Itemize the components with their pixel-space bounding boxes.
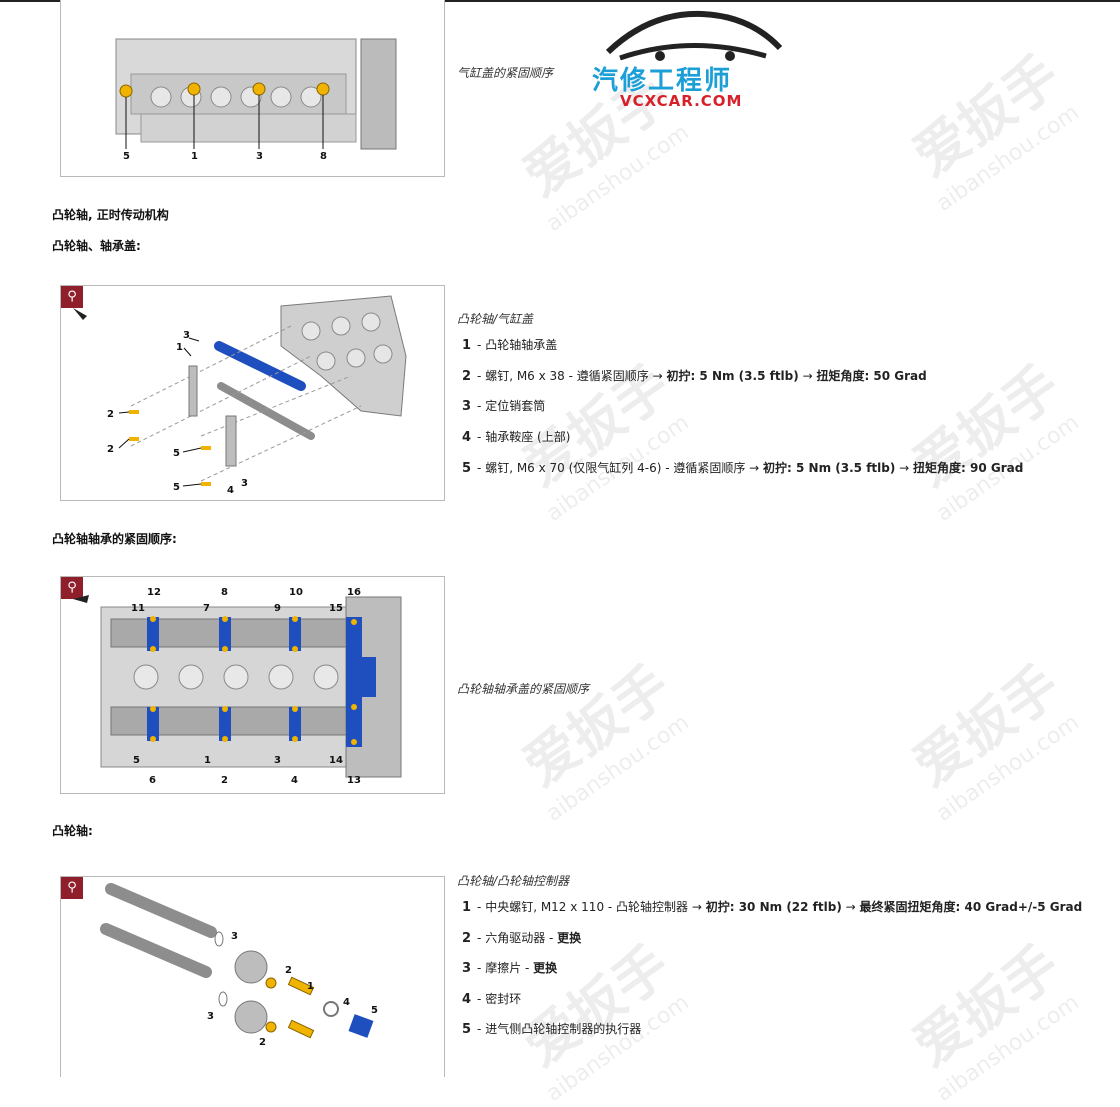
- figure-caption: 凸轮轴/凸轮轴控制器: [457, 874, 570, 888]
- site-logo: 汽修工程师 VCXCAR.COM: [590, 8, 790, 110]
- callout-label: 16: [347, 587, 361, 598]
- callout-label: 4: [291, 775, 298, 786]
- callout-label: 2: [107, 444, 114, 455]
- figure-caption: 凸轮轴轴承盖的紧固顺序: [457, 682, 590, 696]
- callout-label: 1: [176, 342, 183, 353]
- figure-bearing-cap-sequence[interactable]: ⚲ 12 8 10 16 11 7 9 15 5 1 3: [60, 576, 445, 794]
- list-item: 3- 摩擦片 - 更换: [462, 961, 558, 976]
- figure-cylinder-head-sequence: 5 1 3 8: [60, 0, 445, 177]
- callout-label: 5: [123, 151, 130, 162]
- callout-label: 12: [147, 587, 161, 598]
- figure-camshaft-controller[interactable]: ⚲ 3 2 1 3 2 4 5: [60, 876, 445, 1077]
- callout-label: 11: [131, 603, 145, 614]
- top-border: [0, 0, 1120, 2]
- callout-label: 8: [221, 587, 228, 598]
- rotate-arrow-icon: [73, 595, 89, 603]
- logo-chinese-text: 汽修工程师: [592, 66, 733, 96]
- list-item: 1- 凸轮轴轴承盖: [462, 338, 558, 353]
- logo-english-text: VCXCAR.COM: [620, 92, 743, 110]
- figure-caption: 凸轮轴/气缸盖: [457, 312, 534, 326]
- callout-label: 2: [285, 965, 292, 976]
- callout-label: 6: [149, 775, 156, 786]
- callout-label: 5: [173, 448, 180, 459]
- list-item: 2- 六角驱动器 - 更换: [462, 931, 582, 946]
- callout-label: 1: [204, 755, 211, 766]
- section-heading: 凸轮轴轴承的紧固顺序:: [52, 532, 177, 546]
- callout-label: 1: [307, 981, 314, 992]
- callout-label: 7: [203, 603, 210, 614]
- magnifier-icon[interactable]: ⚲: [61, 286, 83, 308]
- section-heading: 凸轮轴:: [52, 824, 93, 838]
- callout-label: 13: [347, 775, 361, 786]
- callout-label: 3: [256, 151, 263, 162]
- section-heading: 凸轮轴, 正时传动机构: [52, 208, 169, 222]
- section-heading: 凸轮轴、轴承盖:: [52, 239, 141, 253]
- list-item: 4- 密封环: [462, 992, 522, 1007]
- callout-label: 3: [231, 931, 238, 942]
- callout-label: 10: [289, 587, 303, 598]
- callout-label: 5: [173, 482, 180, 493]
- list-item: 1- 中央螺钉, M12 x 110 - 凸轮轴控制器 → 初拧: 30 Nm …: [462, 900, 1083, 915]
- list-item: 2- 螺钉, M6 x 38 - 遵循紧固顺序 → 初拧: 5 Nm (3.5 …: [462, 369, 927, 384]
- magnifier-icon[interactable]: ⚲: [61, 577, 83, 599]
- callout-label: 9: [274, 603, 281, 614]
- callout-label: 8: [320, 151, 327, 162]
- list-item: 5- 进气侧凸轮轴控制器的执行器: [462, 1022, 642, 1037]
- rotate-arrow-icon: [73, 308, 87, 320]
- callout-label: 4: [227, 485, 234, 496]
- callout-label: 3: [241, 478, 248, 489]
- figure-caption: 气缸盖的紧固顺序: [457, 66, 554, 80]
- callout-label: 5: [133, 755, 140, 766]
- list-item: 5- 螺钉, M6 x 70 (仅限气缸列 4-6) - 遵循紧固顺序 → 初拧…: [462, 461, 1024, 476]
- list-item: 4- 轴承鞍座 (上部): [462, 430, 571, 445]
- figure-camshaft-bearing-cap[interactable]: ⚲ 3 1 2 2 5 5 4: [60, 285, 445, 501]
- callout-label: 14: [329, 755, 343, 766]
- callout-label: 1: [191, 151, 198, 162]
- callout-label: 2: [107, 409, 114, 420]
- callout-label: 3: [207, 1011, 214, 1022]
- callout-label: 4: [343, 997, 350, 1008]
- callout-label: 3: [183, 330, 190, 341]
- list-item: 3- 定位销套筒: [462, 399, 546, 414]
- magnifier-icon[interactable]: ⚲: [61, 877, 83, 899]
- callout-label: 15: [329, 603, 343, 614]
- callout-label: 3: [274, 755, 281, 766]
- callout-label: 2: [259, 1037, 266, 1048]
- car-silhouette-icon: [605, 10, 783, 61]
- callout-label: 2: [221, 775, 228, 786]
- callout-label: 5: [371, 1005, 378, 1016]
